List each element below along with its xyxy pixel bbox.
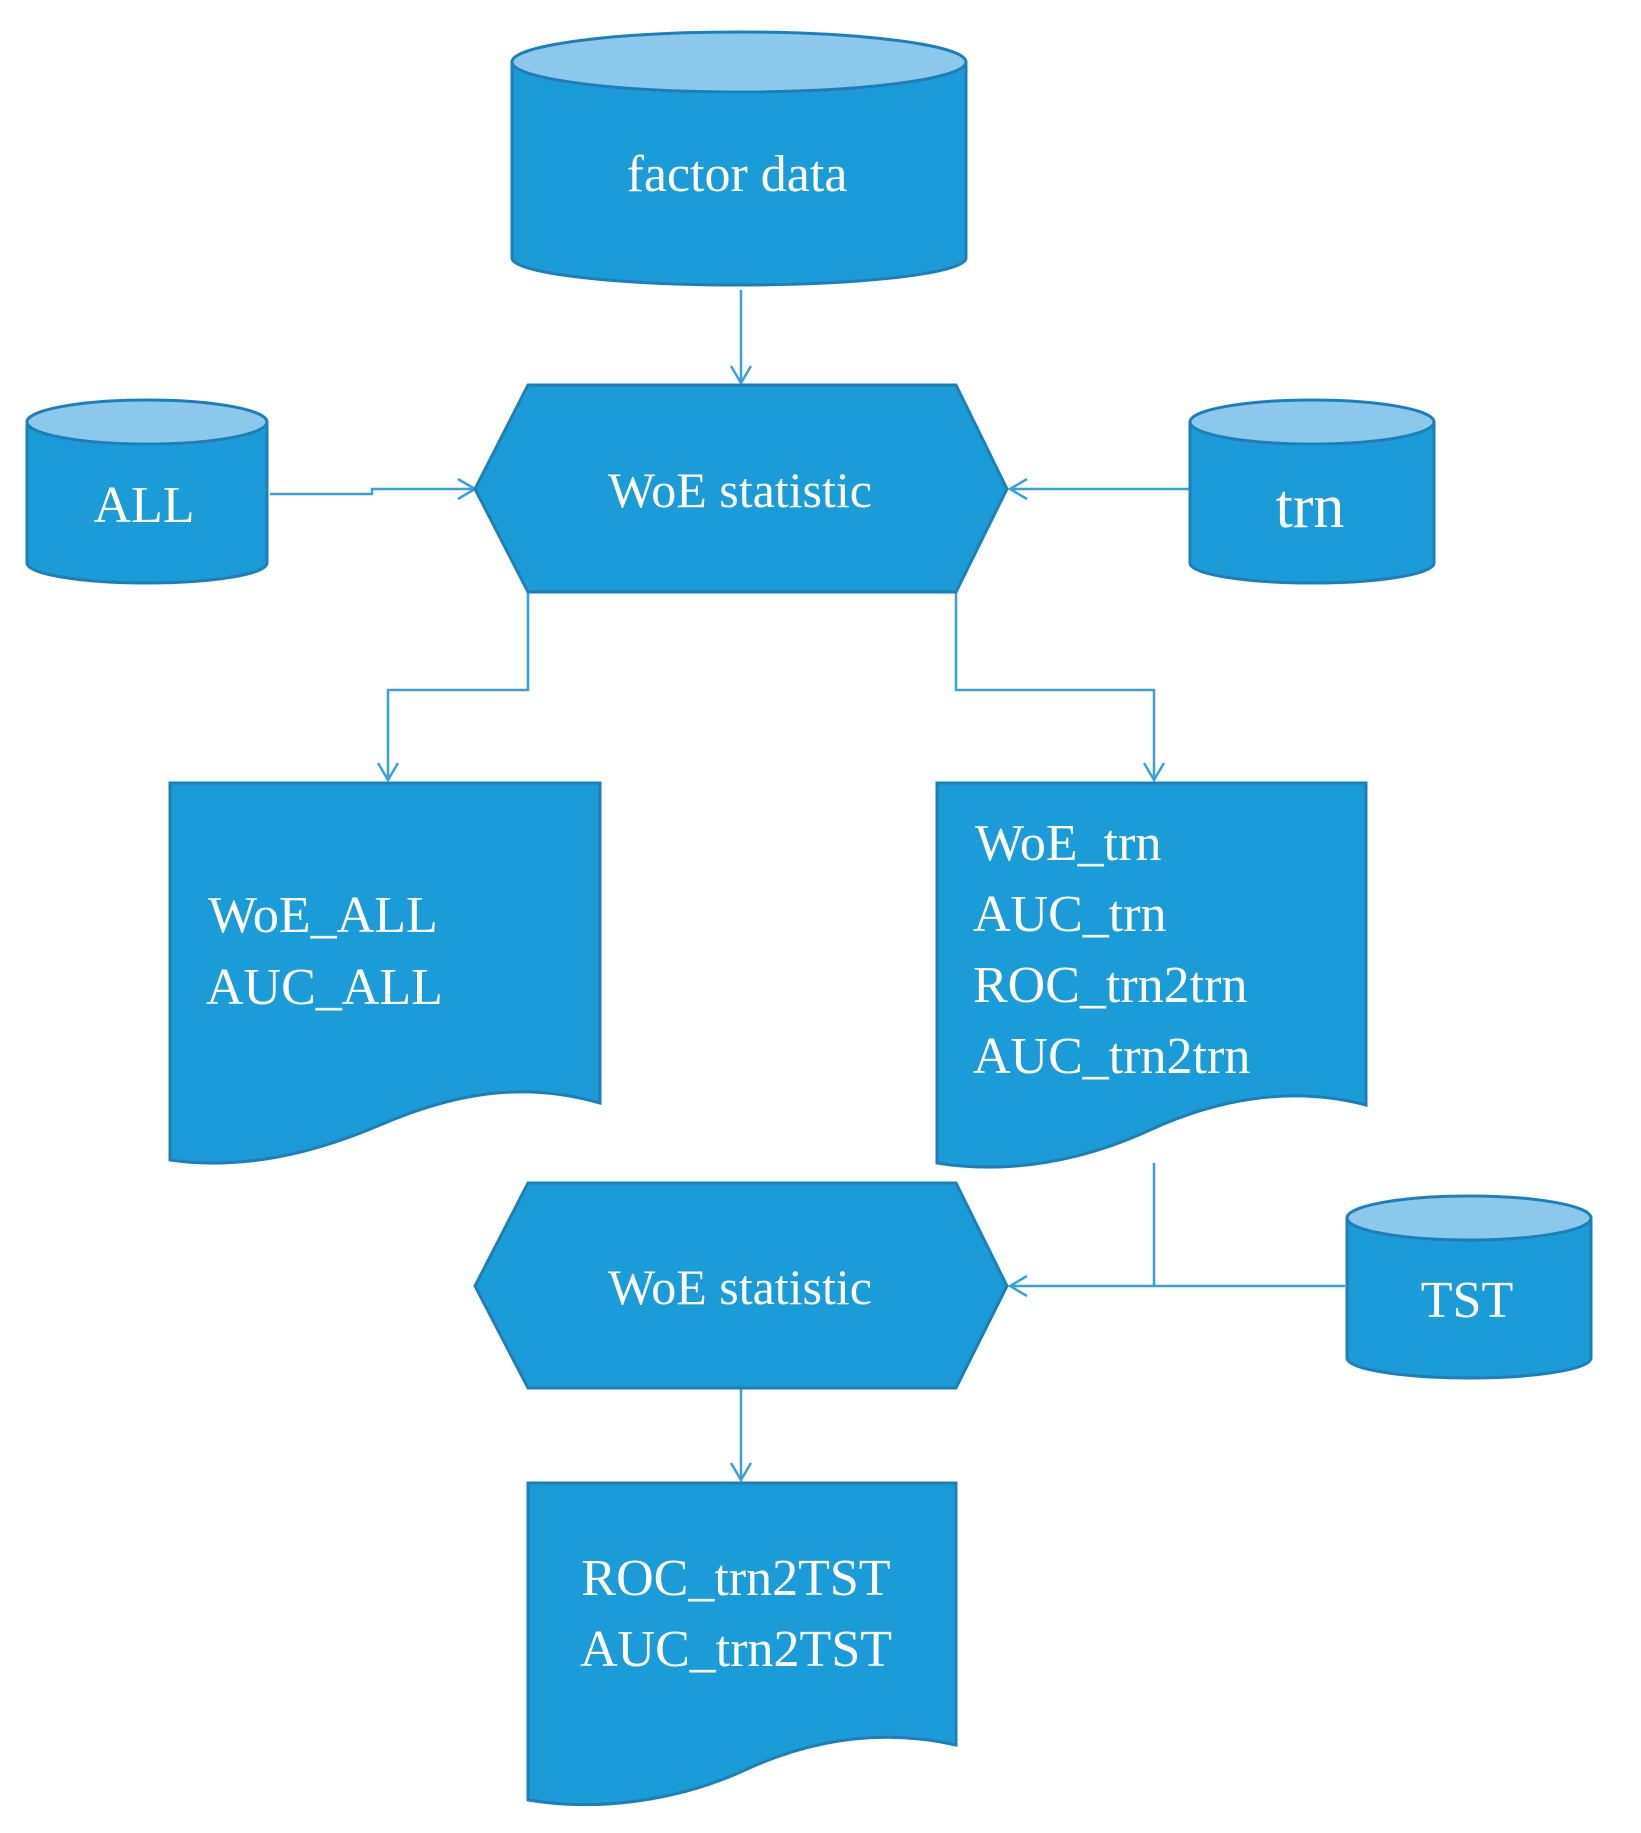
woe-statistic-1-label: WoE statistic (608, 462, 872, 518)
arrowhead-woe2-to-doc-tst (729, 1462, 753, 1483)
arrowhead-tst-to-woe2 (1007, 1274, 1028, 1298)
arrowhead-trn-to-woe1 (1007, 477, 1028, 501)
arrowhead-woe1-to-doc-all (376, 762, 400, 783)
auc-trn-line: AUC_trn (973, 886, 1167, 943)
tst-database: TST (1345, 1194, 1593, 1380)
woe-statistic-2-label: WoE statistic (608, 1259, 872, 1315)
roc-trn2trn-line: ROC_trn2trn (973, 957, 1247, 1014)
woe-statistic-process-1: WoE statistic (473, 383, 1009, 594)
roc-trn2tst-document: ROC_trn2TST AUC_trn2TST (526, 1481, 958, 1807)
auc-trn2tst-line: AUC_trn2TST (580, 1621, 892, 1678)
roc-trn2tst-line: ROC_trn2TST (581, 1550, 890, 1607)
arrowhead-woe1-to-doc-trn (1142, 762, 1166, 783)
auc-trn2trn-line: AUC_trn2trn (973, 1028, 1250, 1085)
woe-statistic-process-2: WoE statistic (473, 1181, 1009, 1390)
woe-all-document: WoE_ALL AUC_ALL (168, 781, 602, 1165)
arrowhead-factor-to-woe1 (729, 365, 753, 386)
all-database-label: ALL (93, 477, 194, 534)
factor-data-database: factor data (510, 30, 968, 287)
tst-database-label: TST (1421, 1272, 1513, 1329)
edge-woe1-to-doc-trn (954, 592, 1156, 780)
factor-data-label: factor data (627, 146, 848, 203)
edge-woe1-to-doc-all (386, 592, 530, 780)
trn-database-label: trn (1276, 473, 1345, 541)
trn-database: trn (1188, 398, 1436, 585)
woe-trn-line: WoE_trn (975, 815, 1161, 872)
connectors (270, 290, 1345, 1483)
woe-all-line: WoE_ALL (208, 887, 438, 944)
all-database: ALL (25, 398, 269, 585)
auc-all-line: AUC_ALL (206, 959, 443, 1016)
woe-trn-document: WoE_trn AUC_trn ROC_trn2trn AUC_trn2trn (935, 781, 1368, 1169)
edge-all-to-woe1 (270, 487, 475, 496)
